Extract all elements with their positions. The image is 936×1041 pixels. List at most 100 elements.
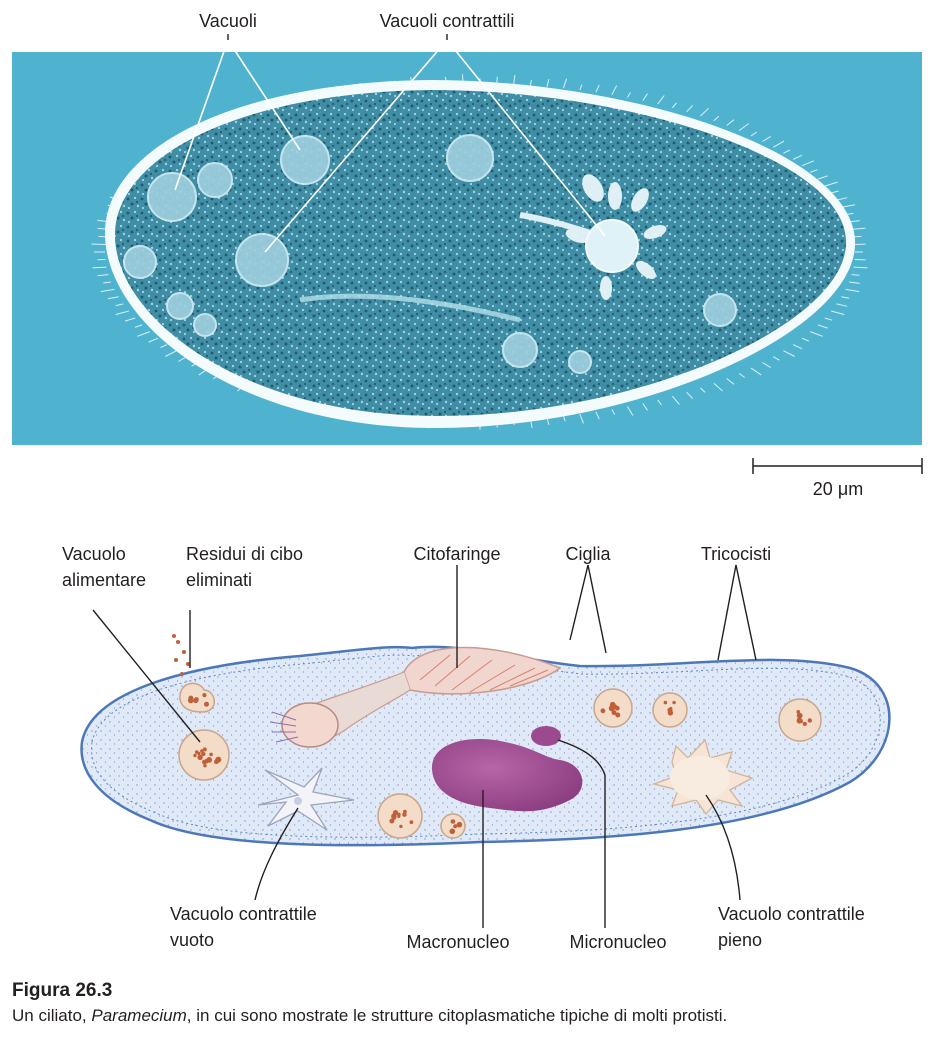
figure-caption: Figura 26.3 Un ciliato, Paramecium, in c… [12,980,927,1026]
micrograph-cilium [97,274,109,277]
food-particle [397,814,401,819]
micrograph-cilium [595,84,600,93]
micrograph-cilium [546,78,550,87]
micrograph-leader-lines [174,34,606,253]
caption-species-name: Paramecium [91,1006,187,1025]
micrograph-cilium [750,131,758,137]
micrograph: Vacuoli Vacuoli contrattili 20 μm [12,11,923,499]
micrograph-cilium [657,95,665,105]
food-particle [614,704,617,708]
micrograph-cilium [115,310,130,315]
label-vacuoles: Vacuoli [199,11,257,31]
micrograph-cilium [642,93,648,101]
micrograph-cilium [137,331,150,337]
micrograph-cilium [726,378,735,385]
expelled-residue [182,650,186,654]
micrograph-cilium [772,356,780,361]
food-particle [202,747,207,752]
micrograph-cilium [830,310,845,315]
cell-pellicle [91,654,881,838]
food-particle [402,812,407,817]
food-particle [187,697,194,704]
micrograph-cilium [686,105,693,113]
micrograph-cilium [562,78,568,89]
food-particle [453,824,458,829]
illustration-leader-lines [92,564,757,928]
expelled-residue [186,662,190,666]
micrograph-cilium [115,303,124,307]
micrograph-cilium [738,123,750,132]
micrograph-vacuoles [123,134,737,374]
food-particle [667,710,674,716]
micrograph-cilium [783,149,791,154]
micrograph-cilium [107,296,119,300]
label-trichocysts: Tricocisti [701,544,771,564]
micrograph-cilium [783,350,795,357]
micrograph-cilium [671,395,680,405]
scale-bar: 20 μm [752,458,923,499]
micrograph-cilium [626,92,631,98]
food-particle [204,701,209,707]
micrograph-cilium [792,344,803,350]
label-macronucleus: Macronucleo [406,932,509,952]
food-particle [611,710,617,716]
micrograph-cilium [611,85,618,95]
micrograph-cilium [836,303,848,307]
food-particle [450,819,456,824]
micrograph-cilium [713,382,723,392]
food-particle [215,756,222,763]
micrograph-cilium [124,317,136,322]
micrograph-cilium [772,140,785,148]
food-particles [172,634,812,835]
food-particle [203,764,207,768]
micrograph-cilium [810,169,818,173]
micrograph-cilium [513,74,516,85]
micrograph-cilium [810,331,823,337]
micrograph-cilium [817,324,828,329]
label-empty-contractile-vacuole: Vacuolo contrattile vuoto [170,904,322,950]
food-particle [399,824,403,829]
micrograph-cilium [92,266,107,269]
expelled-residue [180,672,184,676]
micrograph-cilium [91,243,106,245]
micrograph-cilium [529,79,532,86]
food-particle [615,712,621,718]
label-cilia: Ciglia [565,544,611,564]
micrograph-cilium [611,409,616,415]
food-particle [197,751,201,756]
food-particle [389,818,395,824]
micrograph-cilium [830,190,839,194]
label-micronucleus: Micronucleo [569,932,666,952]
label-cytopharynx: Citofaringe [413,544,500,564]
micrograph-cilium [738,372,745,378]
micrograph-cilium [626,406,634,416]
micrograph-cilium [792,154,803,160]
micrograph-cilium [642,403,648,411]
label-contractile-vacuoles: Vacuoli contrattili [380,11,515,31]
micrograph-cilium [824,317,833,321]
food-particle [807,718,812,723]
micrograph-cilium [657,399,662,406]
micrograph-cilium [700,107,709,117]
micrograph-cilium [851,227,866,230]
label-full-contractile-vacuole: Vacuolo contrattile pieno [718,904,870,950]
micrograph-cilium [824,181,838,187]
micrograph-cilium [841,204,856,208]
micrograph-cilium [165,350,177,357]
food-particle [608,705,615,711]
micrograph-cilium [686,391,693,399]
micrograph-cilium [100,288,115,293]
expelled-residue [176,640,180,644]
expelled-residue [174,658,178,662]
micrograph-cilium [801,160,815,167]
micronucleus [531,726,561,746]
food-particle [600,708,606,714]
label-food-vacuole: Vacuolo alimentare [62,544,146,590]
micrograph-cilium [817,175,828,180]
caption-text-after: , in cui sono mostrate le strutture cito… [186,1006,728,1025]
micrograph-cilium [853,266,868,269]
food-particle [409,820,414,825]
micrograph-cilium [579,413,584,424]
micrograph-cilium [148,337,159,343]
